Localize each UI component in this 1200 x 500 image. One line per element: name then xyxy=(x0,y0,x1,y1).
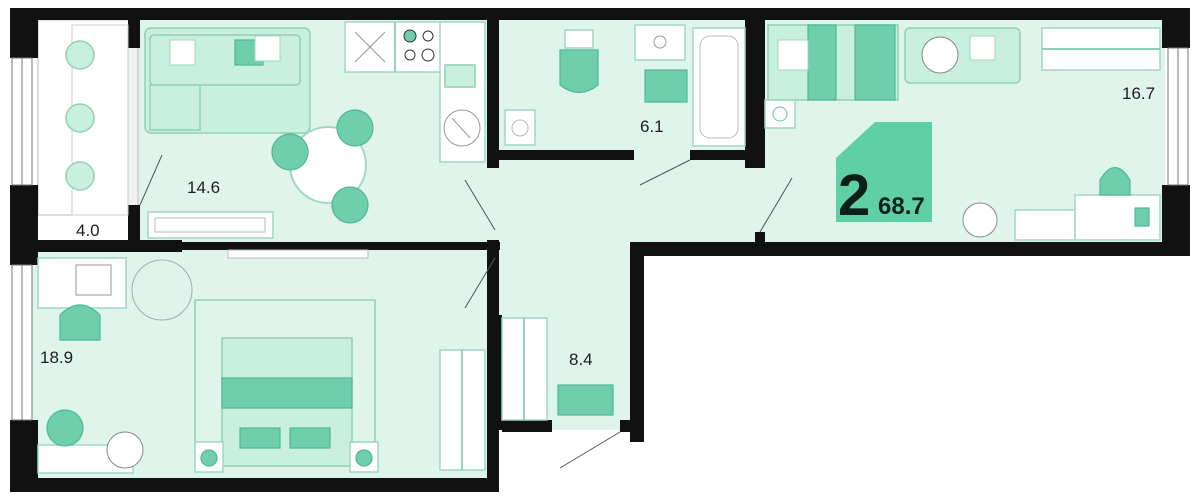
doors xyxy=(139,154,793,469)
windows xyxy=(11,47,1189,421)
bedroom2-furniture xyxy=(37,249,486,474)
apartment-badge: 2 68.7 xyxy=(836,122,932,228)
balcony-chairs xyxy=(65,24,129,216)
area-label-bedroom-2: 18.9 xyxy=(40,348,73,367)
bathroom-furniture xyxy=(504,24,746,147)
hallway-floor xyxy=(495,150,765,245)
doormat xyxy=(557,384,614,416)
area-label-balcony: 4.0 xyxy=(76,221,100,240)
balcony-hatch xyxy=(127,39,139,211)
area-label-kitchen: 14.6 xyxy=(187,178,220,197)
badge-rooms: 2 xyxy=(838,163,870,228)
walls xyxy=(10,8,1190,492)
bedroom1-furniture xyxy=(764,24,1161,241)
badge-shape xyxy=(836,122,932,222)
area-label-bathroom: 6.1 xyxy=(640,117,664,136)
badge-total-area: 68.7 xyxy=(878,193,925,220)
kitchen-furniture xyxy=(144,21,486,239)
area-label-bedroom-1: 16.7 xyxy=(1122,84,1155,103)
hallway-furniture xyxy=(501,317,614,421)
room-labels: 4.0 14.6 6.1 16.7 18.9 8.4 xyxy=(40,84,1155,369)
area-label-hallway: 8.4 xyxy=(569,350,593,369)
